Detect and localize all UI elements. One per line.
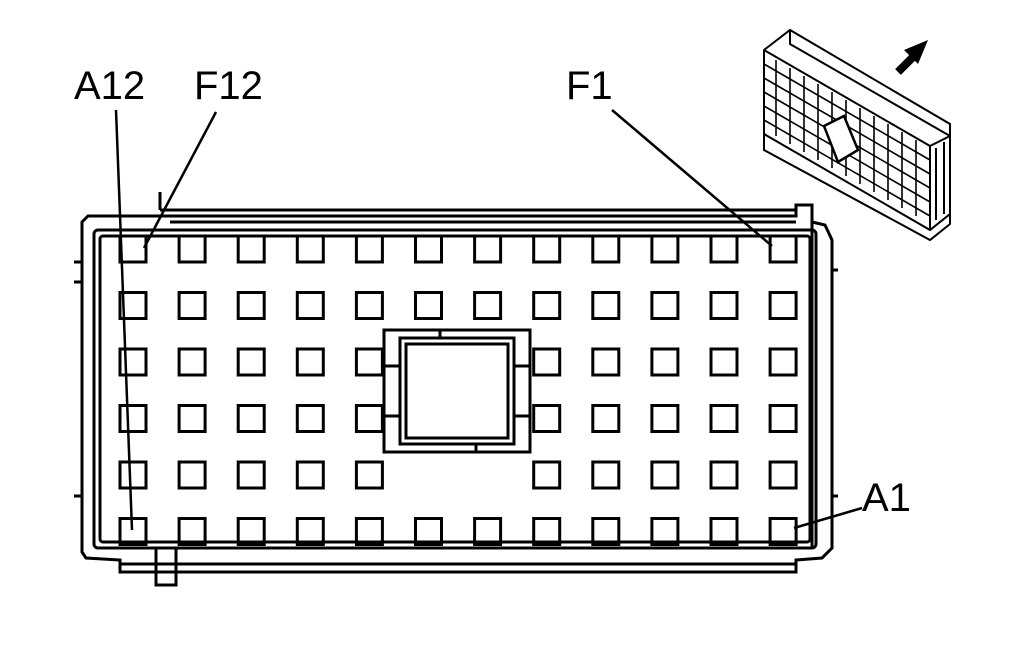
pin-cavity (177, 234, 207, 264)
pin-cavity (591, 234, 621, 264)
pin-cavity (118, 404, 148, 433)
pin-cavity (354, 291, 384, 320)
label-f12: F12 (194, 64, 263, 108)
label-a1: A1 (862, 476, 911, 520)
pin-cavity (532, 291, 562, 320)
pin-cavity (473, 517, 503, 546)
connector-3d-icon (763, 28, 951, 242)
pin-cavity (650, 460, 680, 490)
leader-f1 (611, 109, 773, 247)
pin-cavity (473, 291, 503, 320)
pin-cavity (709, 234, 739, 264)
pin-cavity (295, 347, 325, 377)
label-f1: F1 (566, 64, 613, 108)
pin-cavity (236, 291, 266, 320)
pin-cavity (650, 291, 680, 320)
pin-cavity (532, 517, 562, 546)
label-a12: A12 (74, 64, 146, 108)
pin-cavity (709, 404, 739, 433)
pin-cavity (177, 291, 207, 320)
pin-cavity (532, 460, 562, 490)
pin-cavity (591, 460, 621, 490)
pin-cavity (295, 291, 325, 320)
pin-cavity (118, 460, 148, 490)
pin-cavity (236, 517, 266, 546)
pin-cavity (768, 517, 798, 546)
pin-cavity (236, 347, 266, 377)
pin-cavity-grid (118, 234, 798, 546)
pin-cavity (709, 460, 739, 490)
pin-cavity (768, 291, 798, 320)
pin-cavity (354, 460, 384, 490)
pin-cavity (532, 404, 562, 433)
pin-cavity (177, 347, 207, 377)
pin-cavity (236, 234, 266, 264)
pin-cavity (118, 291, 148, 320)
pin-cavity (177, 460, 207, 490)
pin-cavity (295, 517, 325, 546)
pin-cavity (118, 347, 148, 377)
pin-cavity (591, 517, 621, 546)
pin-cavity (591, 404, 621, 433)
leader-a1 (793, 506, 863, 530)
pin-cavity (532, 347, 562, 377)
pin-cavity (650, 234, 680, 264)
pin-cavity (177, 404, 207, 433)
pin-cavity (177, 517, 207, 546)
pin-cavity (414, 291, 443, 320)
pin-cavity (236, 460, 266, 490)
pin-cavity (650, 517, 680, 546)
pin-cavity (118, 517, 148, 546)
pin-cavity (473, 234, 503, 264)
pin-cavity (414, 517, 443, 546)
connector-housing (74, 192, 838, 587)
pin-cavity (768, 404, 798, 433)
pin-cavity (650, 347, 680, 377)
pin-cavity (768, 460, 798, 490)
arrow-up-right-icon (895, 40, 928, 75)
pin-cavity (295, 234, 325, 264)
pin-cavity (354, 234, 384, 264)
pin-cavity (768, 234, 798, 264)
center-key-block (382, 328, 532, 454)
pin-cavity (354, 517, 384, 546)
leader-a12 (114, 109, 134, 531)
pin-cavity (709, 291, 739, 320)
pin-cavity (591, 291, 621, 320)
pin-cavity (532, 234, 562, 264)
pin-cavity (295, 404, 325, 433)
pin-cavity (709, 347, 739, 377)
leader-lines (114, 109, 863, 531)
pin-cavity (650, 404, 680, 433)
pin-cavity (709, 517, 739, 546)
pin-cavity (354, 347, 384, 377)
pin-cavity (118, 234, 148, 264)
pin-cavity (591, 347, 621, 377)
pin-cavity (354, 404, 384, 433)
pin-cavity (768, 347, 798, 377)
pin-cavity (295, 460, 325, 490)
pin-cavity (236, 404, 266, 433)
leader-f12 (142, 111, 218, 249)
pin-cavity (414, 234, 443, 264)
